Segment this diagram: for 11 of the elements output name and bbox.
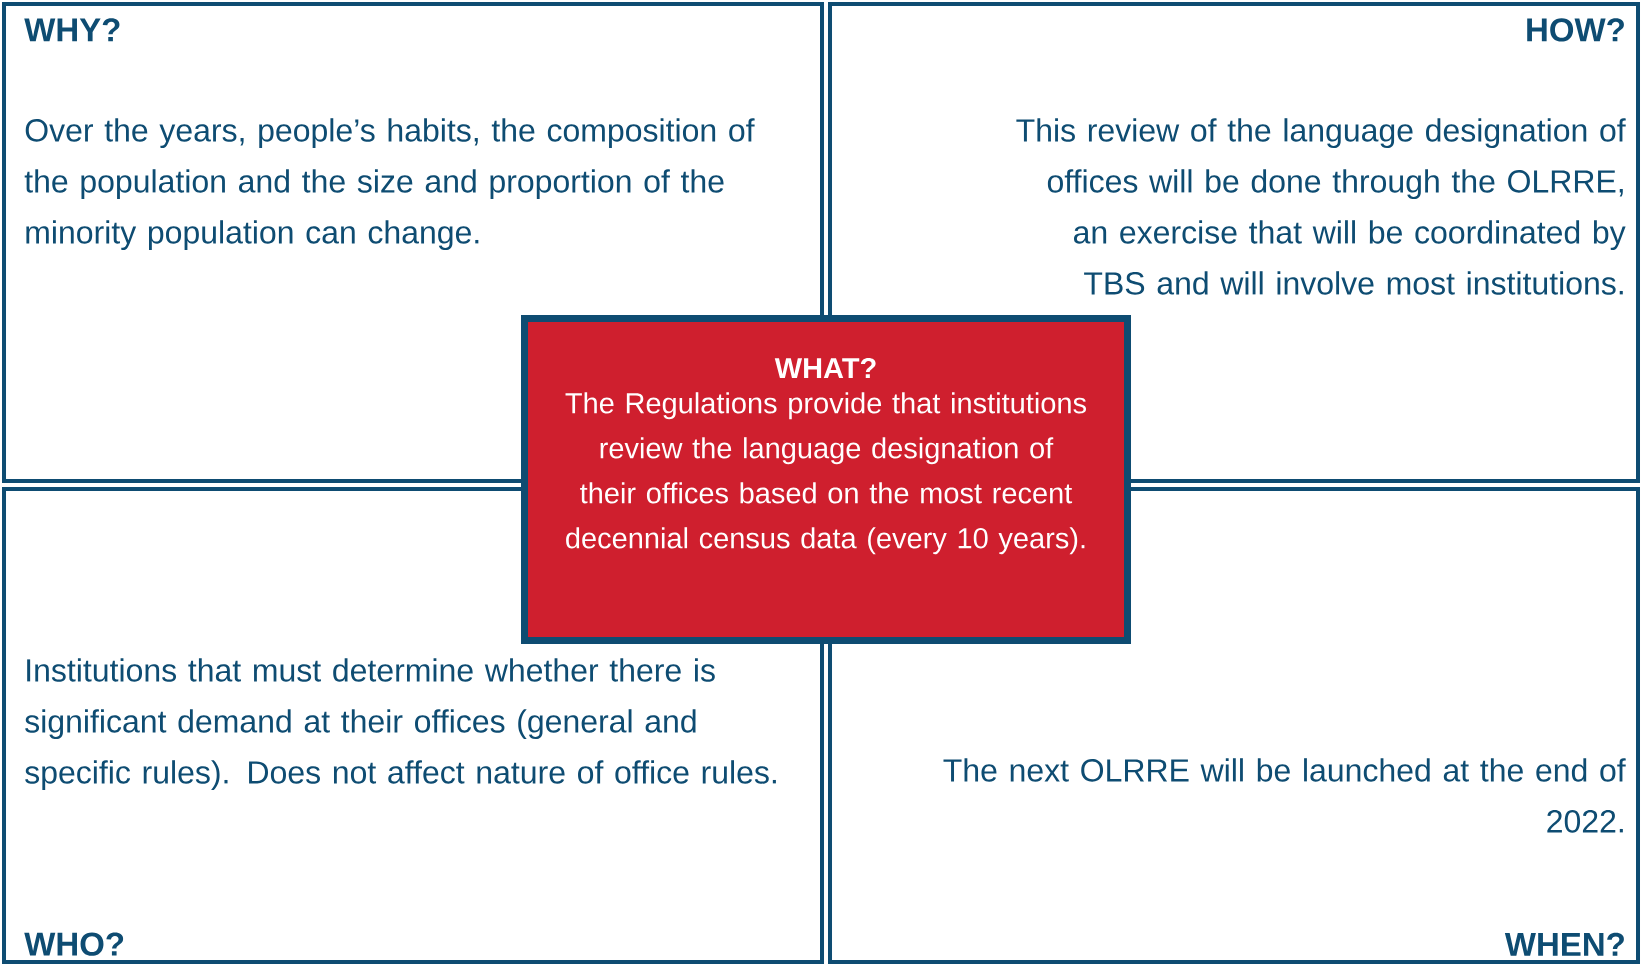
center-box <box>521 315 1131 644</box>
body-text: Over the years, people’s habits, the composition of the population and the size and proportion of the minority population can change. <box>24 118 755 250</box>
quadrant-heading: WHY? <box>24 18 120 42</box>
body-text: This review of the language designation of offices will be done through the OLRRE, an exercise that will be coordinated by TBS and will involve most institutions. <box>1016 118 1626 295</box>
quadrant-heading: WHEN? <box>1504 932 1624 956</box>
body-text: The next OLRRE will be launched at the end of 2022. <box>943 758 1626 833</box>
quadrant-heading: WHO? <box>24 932 124 956</box>
quadrant-heading: HOW? <box>1527 18 1624 42</box>
box-heading: WHAT? <box>774 357 876 379</box>
body-text: Institutions that must determine whether there is significant demand at their offices (general and specific rules). Does not affect nature of office rules. <box>25 658 776 790</box>
box-text: The Regulations provide that institutions review the language designation of their offices based on the most recent decennial census data (every 10 years). <box>565 392 1086 555</box>
